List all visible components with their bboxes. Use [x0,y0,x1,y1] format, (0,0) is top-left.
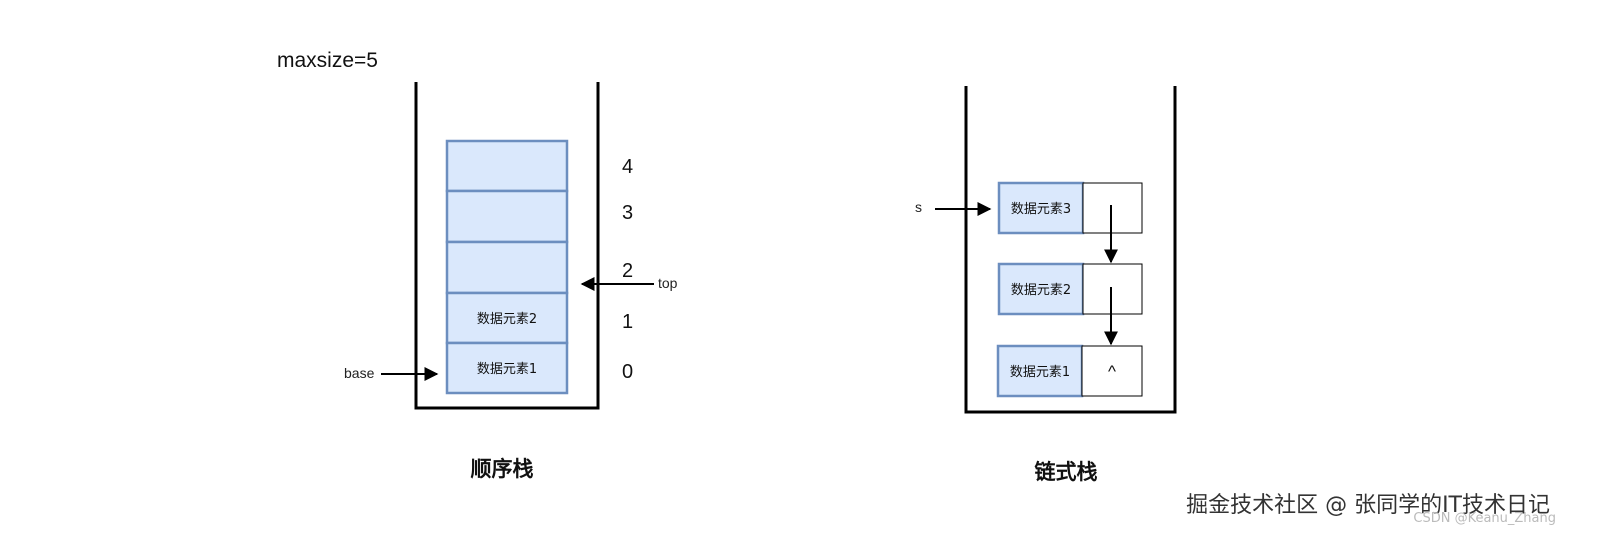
slot-index-1: 1 [622,311,633,333]
node-3-data [997,181,1085,235]
slot-index-4: 4 [622,156,633,178]
node-1-text: 数据元素1 [1010,365,1070,380]
watermark-sub: CSDN @Keanu_Zhang [1413,511,1556,526]
sequential-stack-container [414,82,600,410]
maxsize-label: maxsize=5 [277,49,378,72]
node-2-text: 数据元素2 [1011,283,1071,298]
s-pointer-label: s [915,199,922,215]
node-2-next [1082,263,1143,315]
node-1-next [1081,345,1143,397]
sequential-stack: maxsize=5 数据元素2 数据元素1 4 3 2 1 0 base top… [277,49,678,481]
watermark-main: 掘金技术社区 @ 张同学的IT技术日记 [1186,493,1550,518]
node-3-text: 数据元素3 [1011,202,1071,217]
stack-slot-0 [445,341,569,395]
node-2-data [997,262,1085,316]
linked-stack-caption: 链式栈 [1035,460,1098,484]
linked-stack-container [964,86,1177,414]
slot-index-0: 0 [622,361,633,383]
top-label: top [658,275,678,291]
node-3-next [1082,182,1143,234]
sequential-stack-caption: 顺序栈 [471,457,534,481]
stack-slot-4 [445,139,569,193]
base-label: base [344,365,375,381]
stack-slot-1-text: 数据元素2 [477,312,537,327]
null-pointer-symbol: ^ [1108,362,1116,381]
stack-slot-3 [445,189,569,244]
slot-index-3: 3 [622,202,633,224]
stack-slot-0-text: 数据元素1 [477,362,537,377]
linked-stack: 数据元素3 数据元素2 数据元素1 ^ s 链式栈 [915,86,1177,484]
stack-slot-2 [445,240,569,295]
slot-index-2: 2 [622,260,633,282]
